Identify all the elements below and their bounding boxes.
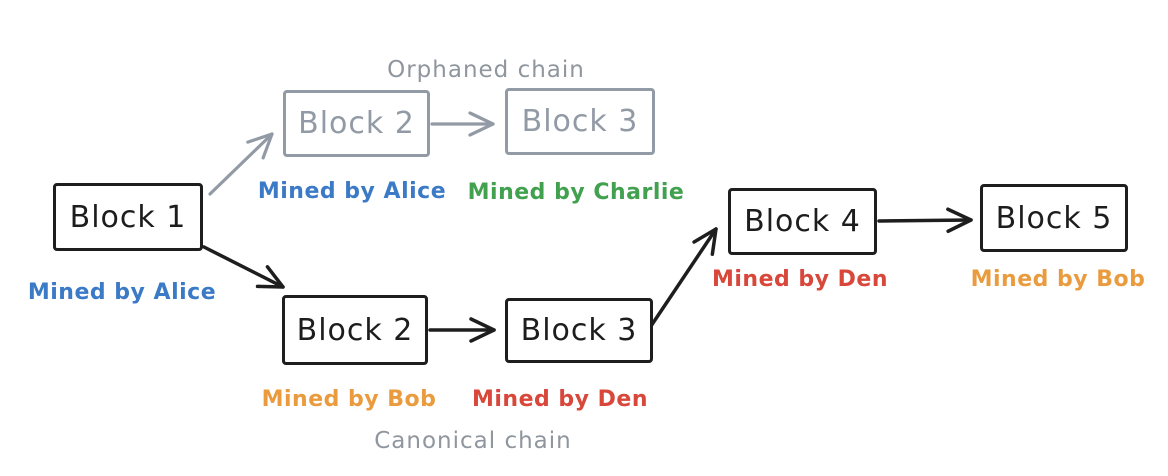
- node-block-1: Block 1: [53, 183, 203, 251]
- node-canonical-block-2-label: Block 2: [296, 312, 414, 348]
- miner-label-canonical-block-2: Mined by Bob: [261, 387, 437, 412]
- miner-label-orphaned-block-2: Mined by Alice: [257, 179, 447, 204]
- node-orphaned-block-3-label: Block 3: [521, 104, 639, 139]
- node-block-4-label: Block 4: [744, 204, 861, 239]
- miner-label-block-4: Mined by Den: [711, 267, 889, 292]
- canonical-chain-title: Canonical chain: [374, 428, 572, 454]
- node-block-1-label: Block 1: [69, 199, 187, 235]
- node-orphaned-block-2-label: Block 2: [298, 106, 415, 141]
- node-orphaned-block-3: Block 3: [505, 88, 655, 155]
- arrow-block4-to-block5: [877, 207, 973, 233]
- miner-label-block-5: Mined by Bob: [970, 267, 1146, 292]
- node-canonical-block-3-label: Block 3: [520, 313, 638, 348]
- node-block-5: Block 5: [980, 184, 1128, 252]
- miner-label-block-1: Mined by Alice: [27, 280, 217, 305]
- arrow-canonical-block3-to-block4: [649, 227, 718, 328]
- node-canonical-block-2: Block 2: [282, 295, 428, 365]
- node-orphaned-block-2: Block 2: [283, 90, 430, 157]
- node-canonical-block-3: Block 3: [505, 298, 653, 363]
- node-block-4: Block 4: [728, 188, 877, 255]
- node-block-5-label: Block 5: [995, 200, 1113, 236]
- miner-label-canonical-block-3: Mined by Den: [471, 387, 649, 412]
- miner-label-orphaned-block-3: Mined by Charlie: [467, 180, 685, 205]
- orphaned-chain-title: Orphaned chain: [387, 57, 585, 83]
